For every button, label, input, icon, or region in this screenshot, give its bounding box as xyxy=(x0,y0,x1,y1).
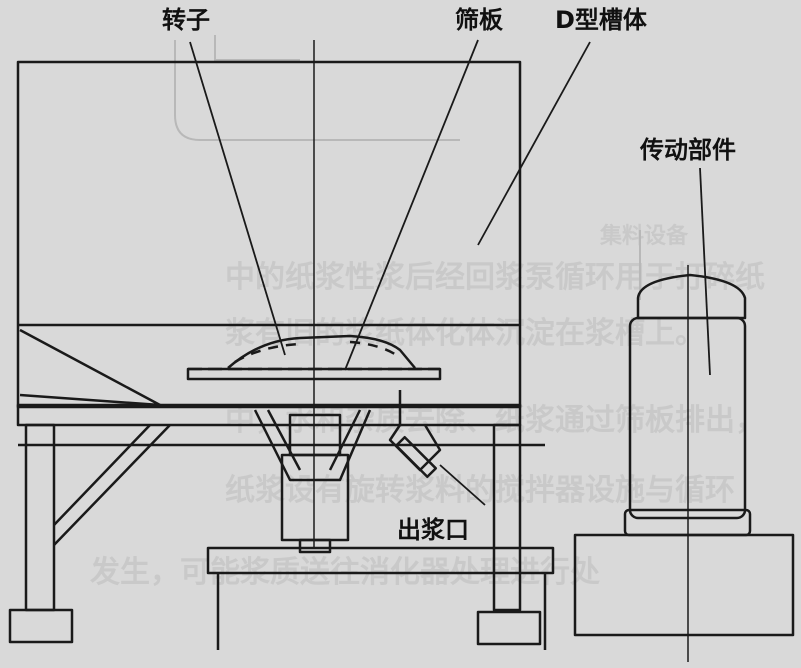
right-leg xyxy=(492,423,522,612)
right-foot xyxy=(476,610,542,646)
rotor xyxy=(227,334,416,369)
leader-drive-unit xyxy=(699,167,711,376)
label-drive-unit: 传动部件 xyxy=(639,136,736,164)
leader-pulp-outlet xyxy=(439,464,486,506)
left-leg xyxy=(24,423,56,612)
tank-base-beam xyxy=(16,403,522,427)
ghost-line-2: 浆有旧的浆纸体化体沉淀在浆槽上。 xyxy=(225,316,705,351)
ghost-line-4: 纸浆设有旋转浆料的搅拌器设施与循环 xyxy=(225,473,735,508)
label-d-tank: D型槽体 xyxy=(555,6,648,34)
d-tank-body xyxy=(16,60,522,409)
pulp-outlet-pipe xyxy=(388,390,442,479)
bleed-through-shapes xyxy=(174,35,641,300)
left-leg-brace xyxy=(53,424,171,546)
label-pulp-outlet: 出浆口 xyxy=(397,516,469,544)
leader-screen-plate xyxy=(344,39,479,371)
ghost-line-1: 中的纸浆性浆后经回浆泵循环用于打碎纸 xyxy=(225,260,765,295)
leader-rotor xyxy=(189,41,286,356)
ghost-line-0: 集料设备 xyxy=(599,223,689,249)
label-screen-plate: 筛板 xyxy=(455,6,504,34)
bottom-drive xyxy=(253,409,372,554)
lower-support-frame xyxy=(206,546,555,575)
left-foot xyxy=(8,608,74,644)
label-rotor: 转子 xyxy=(162,6,210,34)
leader-d-tank xyxy=(477,41,591,246)
left-brace xyxy=(19,328,161,407)
